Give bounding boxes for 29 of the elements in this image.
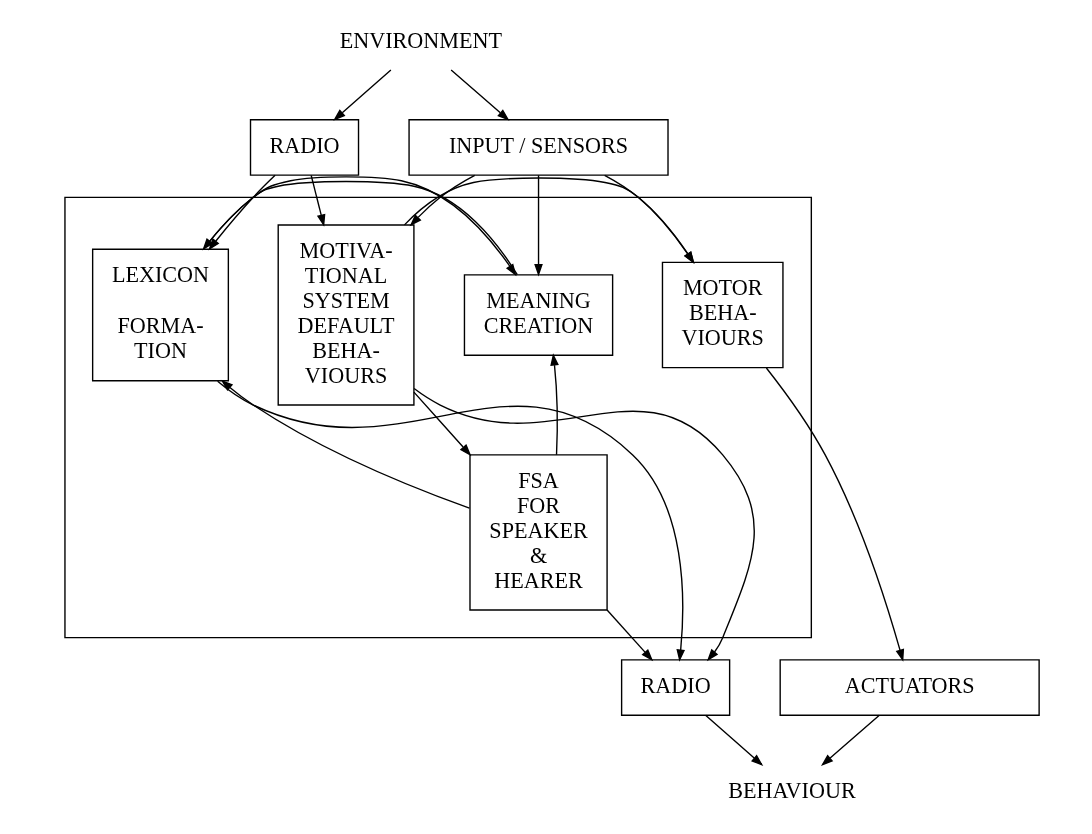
arrow <box>449 68 509 121</box>
node-box: MOTOR BEHA- VIOURS <box>661 261 784 368</box>
arrow <box>820 714 880 766</box>
node-box: LEXICON FORMA- TION <box>91 248 229 381</box>
node-box: RADIO <box>620 658 730 716</box>
arrow <box>216 380 685 662</box>
node-box: INPUT / SENSORS <box>407 118 669 176</box>
node-box: MOTIVA- TIONAL SYSTEM DEFAULT BEHA- VIOURS <box>277 223 415 406</box>
node-box: RADIO <box>249 118 359 176</box>
cluster <box>63 196 812 638</box>
arrow <box>412 387 755 661</box>
arrow <box>207 174 276 251</box>
arrow <box>549 352 559 455</box>
arrow <box>603 174 694 264</box>
node-box: ACTUATORS <box>779 658 1040 716</box>
arrow <box>765 366 904 662</box>
arrow <box>704 714 763 766</box>
arrow <box>332 68 392 121</box>
arrow <box>412 390 471 456</box>
arrow <box>310 174 325 227</box>
node-text: BEHAVIOUR <box>727 777 856 803</box>
arrow <box>220 379 470 509</box>
node-box: FSA FOR SPEAKER & HEARER <box>468 453 608 611</box>
node-box: MEANING CREATION <box>463 273 613 356</box>
arrow <box>605 608 653 661</box>
node-text: ENVIRONMENT <box>339 27 502 52</box>
arrow <box>409 174 475 226</box>
arrow <box>403 176 694 264</box>
arrow <box>533 174 543 276</box>
